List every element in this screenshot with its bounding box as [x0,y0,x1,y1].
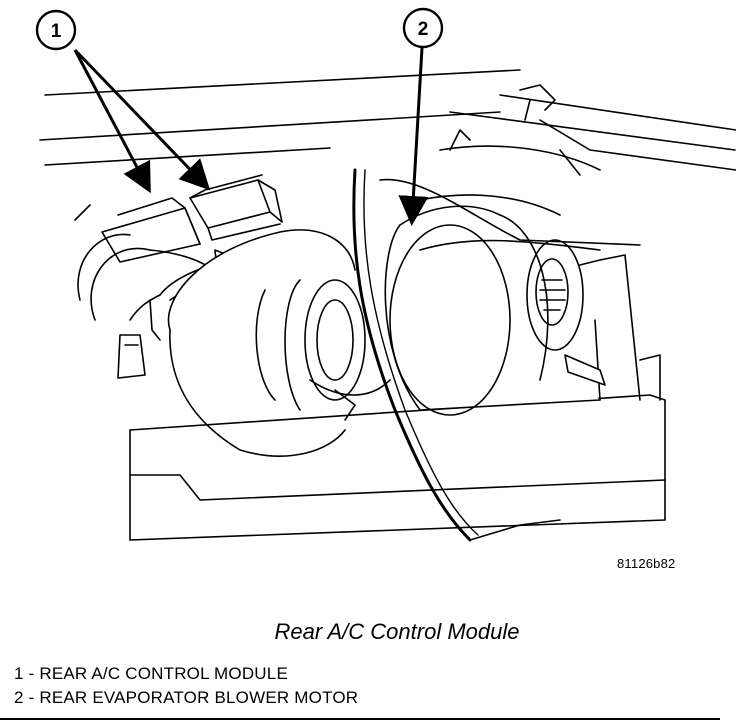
figure-caption: Rear A/C Control Module [274,619,520,644]
roof-line [44,69,521,96]
legend-item-2: 2 - REAR EVAPORATOR BLOWER MOTOR [14,688,359,707]
callout-2-number: 2 [418,19,429,40]
callout-1-arrow-b [73,48,211,191]
legend-item-1: 1 - REAR A/C CONTROL MODULE [14,664,288,683]
technical-illustration: 1 2 [35,7,736,542]
rear-evaporator-blower-motor [384,194,601,416]
callout-2-arrow [398,47,429,226]
callout-1: 1 [35,9,77,51]
callout-1-arrow-a [73,49,151,194]
bottom-divider [0,718,720,720]
figure-id: 81126b82 [617,556,676,571]
callout-2: 2 [402,7,444,49]
callout-1-number: 1 [51,21,62,42]
blower-left-scroll [167,229,366,457]
